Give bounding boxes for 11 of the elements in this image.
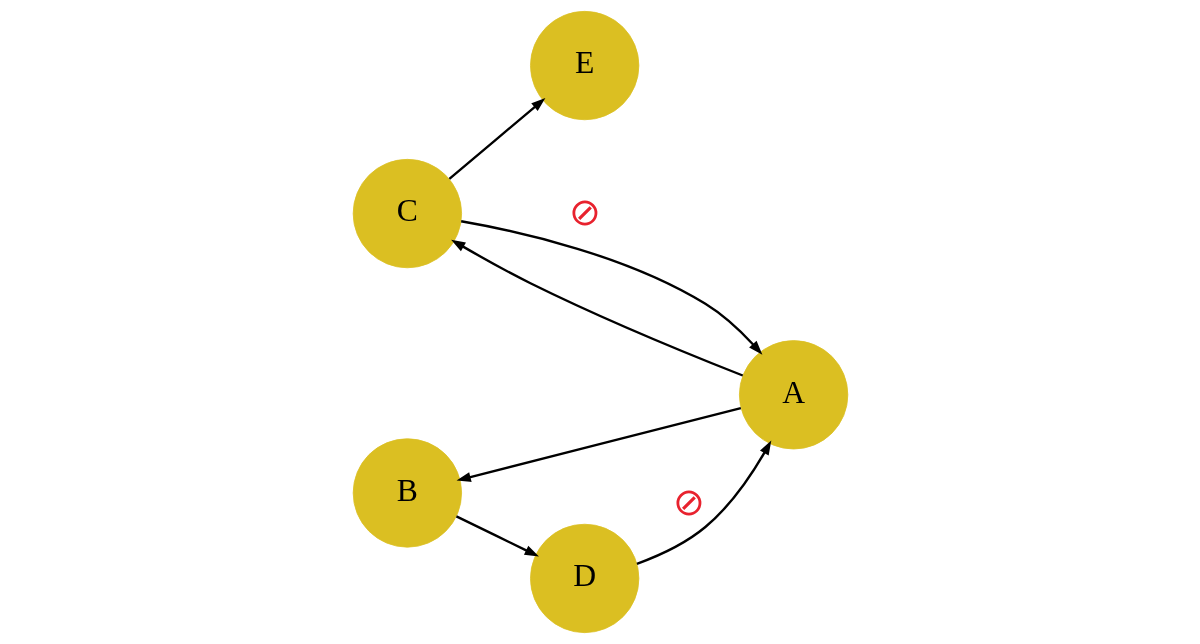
node-circle: C <box>352 158 462 269</box>
edge-label: ⊘ <box>672 481 705 524</box>
node-circle: D <box>529 523 639 634</box>
arrow <box>636 440 771 565</box>
node-circle: B <box>352 438 462 548</box>
arrow <box>448 98 545 180</box>
arrow <box>456 406 741 482</box>
edge-label: ⊘ <box>568 190 601 233</box>
arrow <box>460 220 762 355</box>
arrow <box>455 515 539 557</box>
arrow <box>450 239 743 377</box>
